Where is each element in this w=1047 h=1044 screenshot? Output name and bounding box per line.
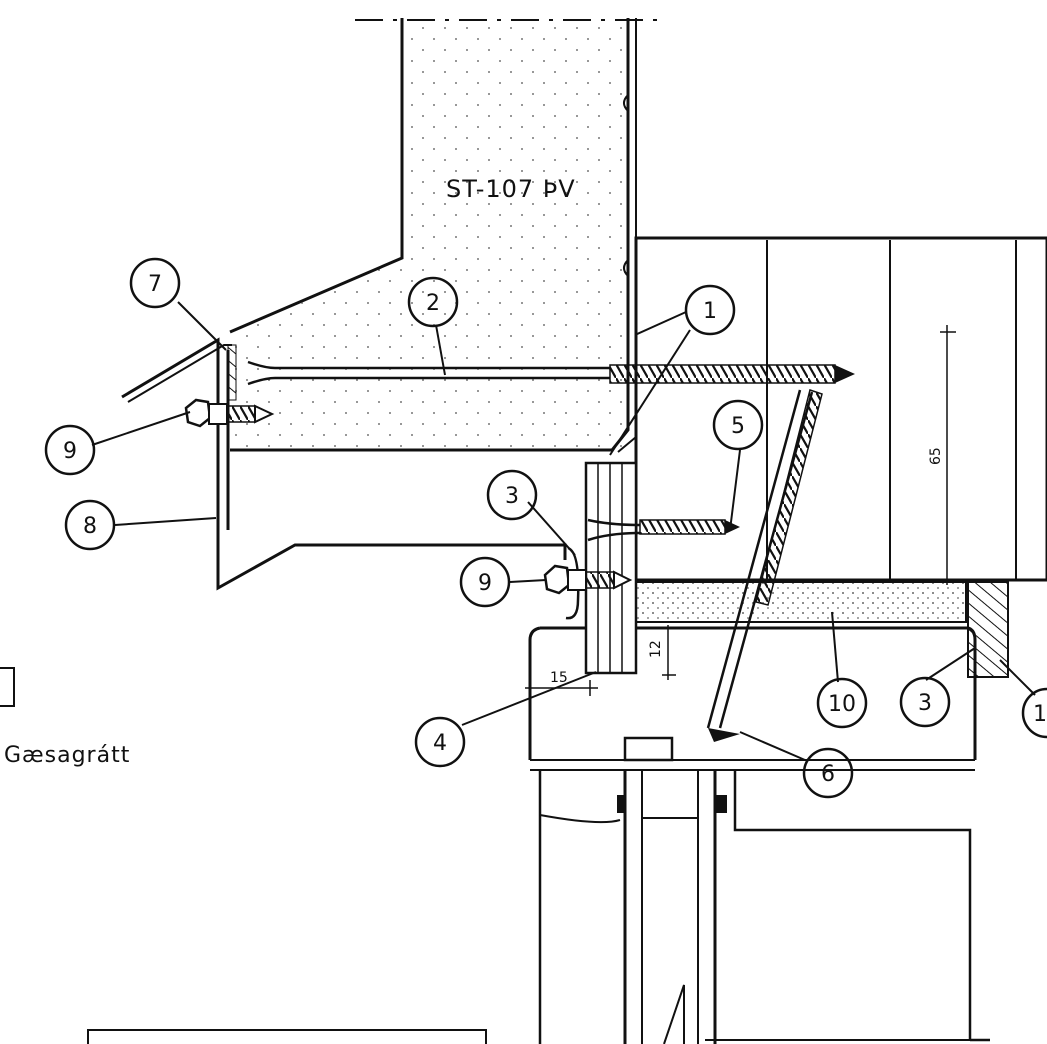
self-drilling-screw-9-lower — [543, 564, 633, 595]
top-profile — [229, 18, 665, 453]
long-screw-2 — [247, 360, 855, 386]
leader-lines — [91, 301, 1036, 761]
svg-text:9: 9 — [478, 571, 492, 596]
svg-text:2: 2 — [426, 291, 440, 316]
dimension-65: 65 — [928, 447, 944, 465]
callout-2: 2 — [407, 276, 459, 328]
diagonal-screw-6 — [706, 389, 823, 742]
batten-stack — [584, 461, 638, 675]
callout-6: 6 — [802, 747, 854, 799]
svg-text:7: 7 — [148, 272, 162, 297]
callout-4: 4 — [414, 716, 466, 768]
callout-9-upper: 9 — [44, 424, 96, 476]
callout-5: 5 — [712, 399, 764, 451]
dimension-12: 12 — [648, 640, 664, 658]
svg-text:9: 9 — [63, 439, 77, 464]
callout-10: 10 — [816, 677, 868, 729]
callout-3-right: 3 — [899, 676, 951, 728]
svg-text:6: 6 — [821, 762, 835, 787]
svg-text:5: 5 — [731, 414, 745, 439]
svg-text:1: 1 — [703, 299, 717, 324]
callout-7: 7 — [129, 257, 181, 309]
callout-8: 8 — [64, 499, 116, 551]
svg-text:8: 8 — [83, 514, 97, 539]
callout-1-edge: 1 — [1021, 687, 1047, 739]
window-frame — [0, 626, 990, 1044]
callout-3-left: 3 — [486, 469, 538, 521]
screw-5 — [587, 518, 740, 542]
svg-text:3: 3 — [505, 484, 519, 509]
profile-label: ST-107 ÞV — [446, 175, 576, 203]
callout-9-lower: 9 — [459, 556, 511, 608]
svg-text:1: 1 — [1033, 702, 1047, 727]
self-drilling-screw-9-upper — [184, 398, 275, 428]
side-note: Gæsagrátt — [4, 743, 130, 768]
dimension-12-15: 12 15 — [525, 625, 676, 696]
flashing-profile — [121, 337, 580, 620]
dimension-15: 15 — [550, 670, 568, 686]
callout-1: 1 — [684, 284, 736, 336]
svg-text:10: 10 — [828, 692, 856, 717]
svg-text:3: 3 — [918, 691, 932, 716]
svg-text:4: 4 — [433, 731, 447, 756]
